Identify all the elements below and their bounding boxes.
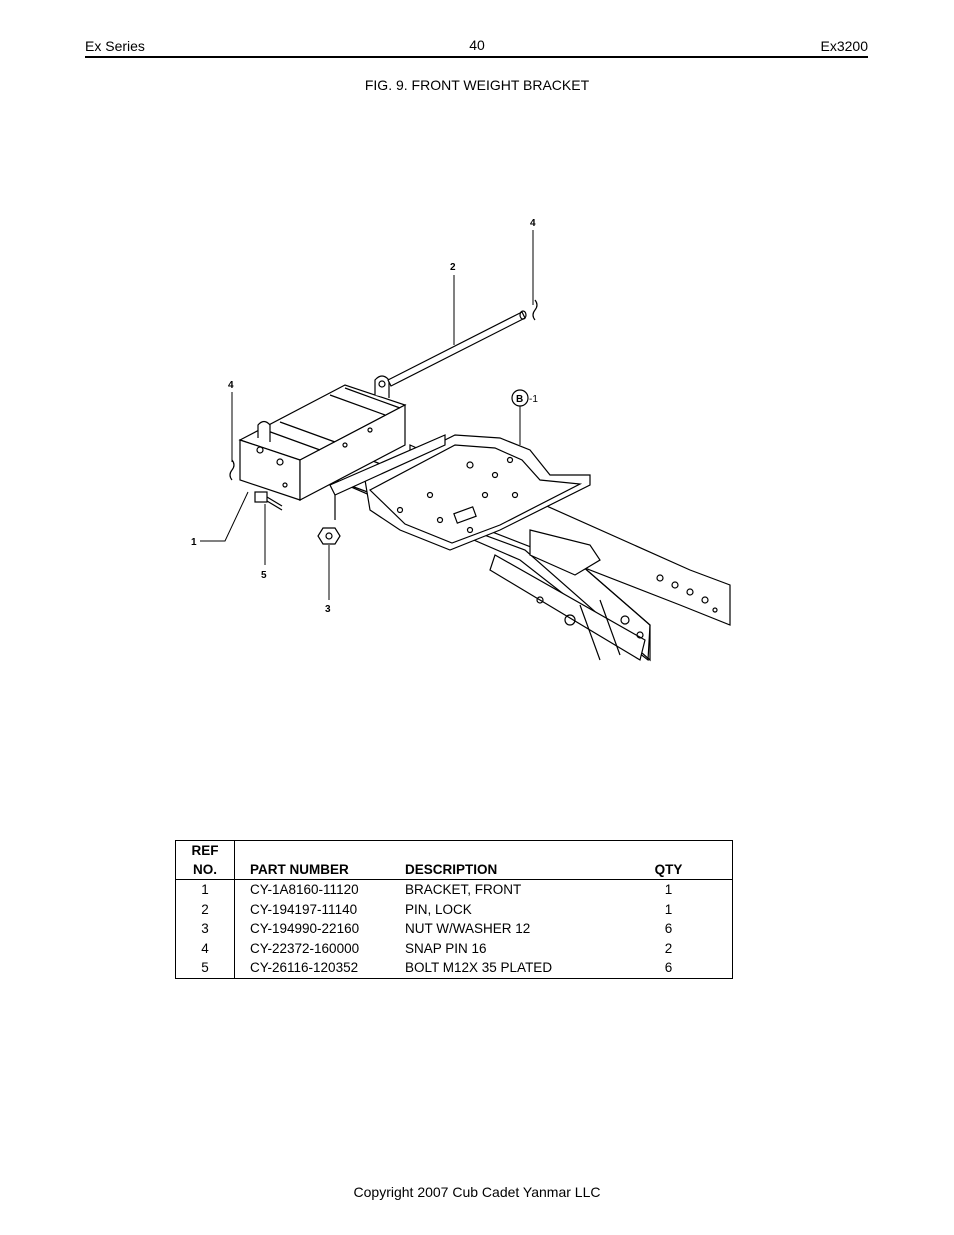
floor-plate [364,434,591,551]
header-series: Ex Series [85,38,145,54]
copyright-footer: Copyright 2007 Cub Cadet Yanmar LLC [353,1184,601,1200]
header-ref-no: REF NO. [175,840,235,880]
row-description: SNAP PIN 16 [405,940,487,956]
row-qty: 6 [664,921,673,937]
row-ref: 1 [175,879,235,900]
header-part-number: PART NUMBER [234,840,405,880]
lock-pin [387,310,527,387]
row-ref: 4 [175,938,235,958]
callout-2: 2 [450,262,456,273]
table-header-row: REF NO. PART NUMBER DESCRIPTION QTY [175,840,733,880]
front-weight-bracket [238,375,407,501]
page-number: 40 [469,37,485,53]
row-ref: 2 [175,899,235,919]
callout-5: 5 [261,570,267,581]
figure-title: FIG. 9. FRONT WEIGHT BRACKET [364,77,590,93]
header-description: DESCRIPTION [405,840,650,880]
table-row: 4 CY-22372-160000 SNAP PIN 16 2 [175,938,733,958]
row-qty: 2 [664,940,673,956]
parts-table: REF NO. PART NUMBER DESCRIPTION QTY 1 CY… [175,840,733,979]
leader-lines [200,230,534,600]
callout-3: 3 [325,604,331,615]
row-qty: 6 [664,960,673,976]
table-row: 1 CY-1A8160-11120 BRACKET, FRONT 1 [175,879,733,900]
header-model: Ex3200 [820,38,868,54]
callout-labels: 2 4 4 1 5 3 [191,218,536,615]
row-description: PIN, LOCK [405,901,472,917]
callout-b-suffix: -1 [529,394,538,405]
callout-1: 1 [191,537,197,548]
snap-pin [229,299,538,481]
callout-b: B -1 [511,389,538,407]
row-qty: 1 [664,901,673,917]
row-description: BRACKET, FRONT [405,882,522,898]
nut-with-washer [317,527,341,545]
row-part-number: CY-194990-22160 [250,921,360,937]
callout-b-letter: B [516,394,523,405]
header-rule [85,56,868,58]
row-part-number: CY-22372-160000 [250,940,360,956]
header-qty: QTY [650,840,733,880]
callout-4-left: 4 [228,380,234,391]
bolt [254,491,283,511]
table-row: 3 CY-194990-22160 NUT W/WASHER 12 6 [175,919,733,939]
exploded-parts-drawing: 2 4 4 1 5 3 B -1 [191,218,731,662]
row-part-number: CY-194197-11140 [250,901,358,917]
callout-4-top: 4 [530,218,536,229]
row-ref: 5 [175,958,235,978]
table-row: 2 CY-194197-11140 PIN, LOCK 1 [175,899,733,919]
row-qty: 1 [664,882,673,898]
row-description: NUT W/WASHER 12 [405,921,531,937]
row-description: BOLT M12X 35 PLATED [405,960,553,976]
table-row: 5 CY-26116-120352 BOLT M12X 35 PLATED 6 [175,958,733,978]
row-part-number: CY-1A8160-11120 [250,882,359,898]
row-part-number: CY-26116-120352 [250,960,359,976]
side-plate [329,434,446,520]
row-ref: 3 [175,919,235,939]
